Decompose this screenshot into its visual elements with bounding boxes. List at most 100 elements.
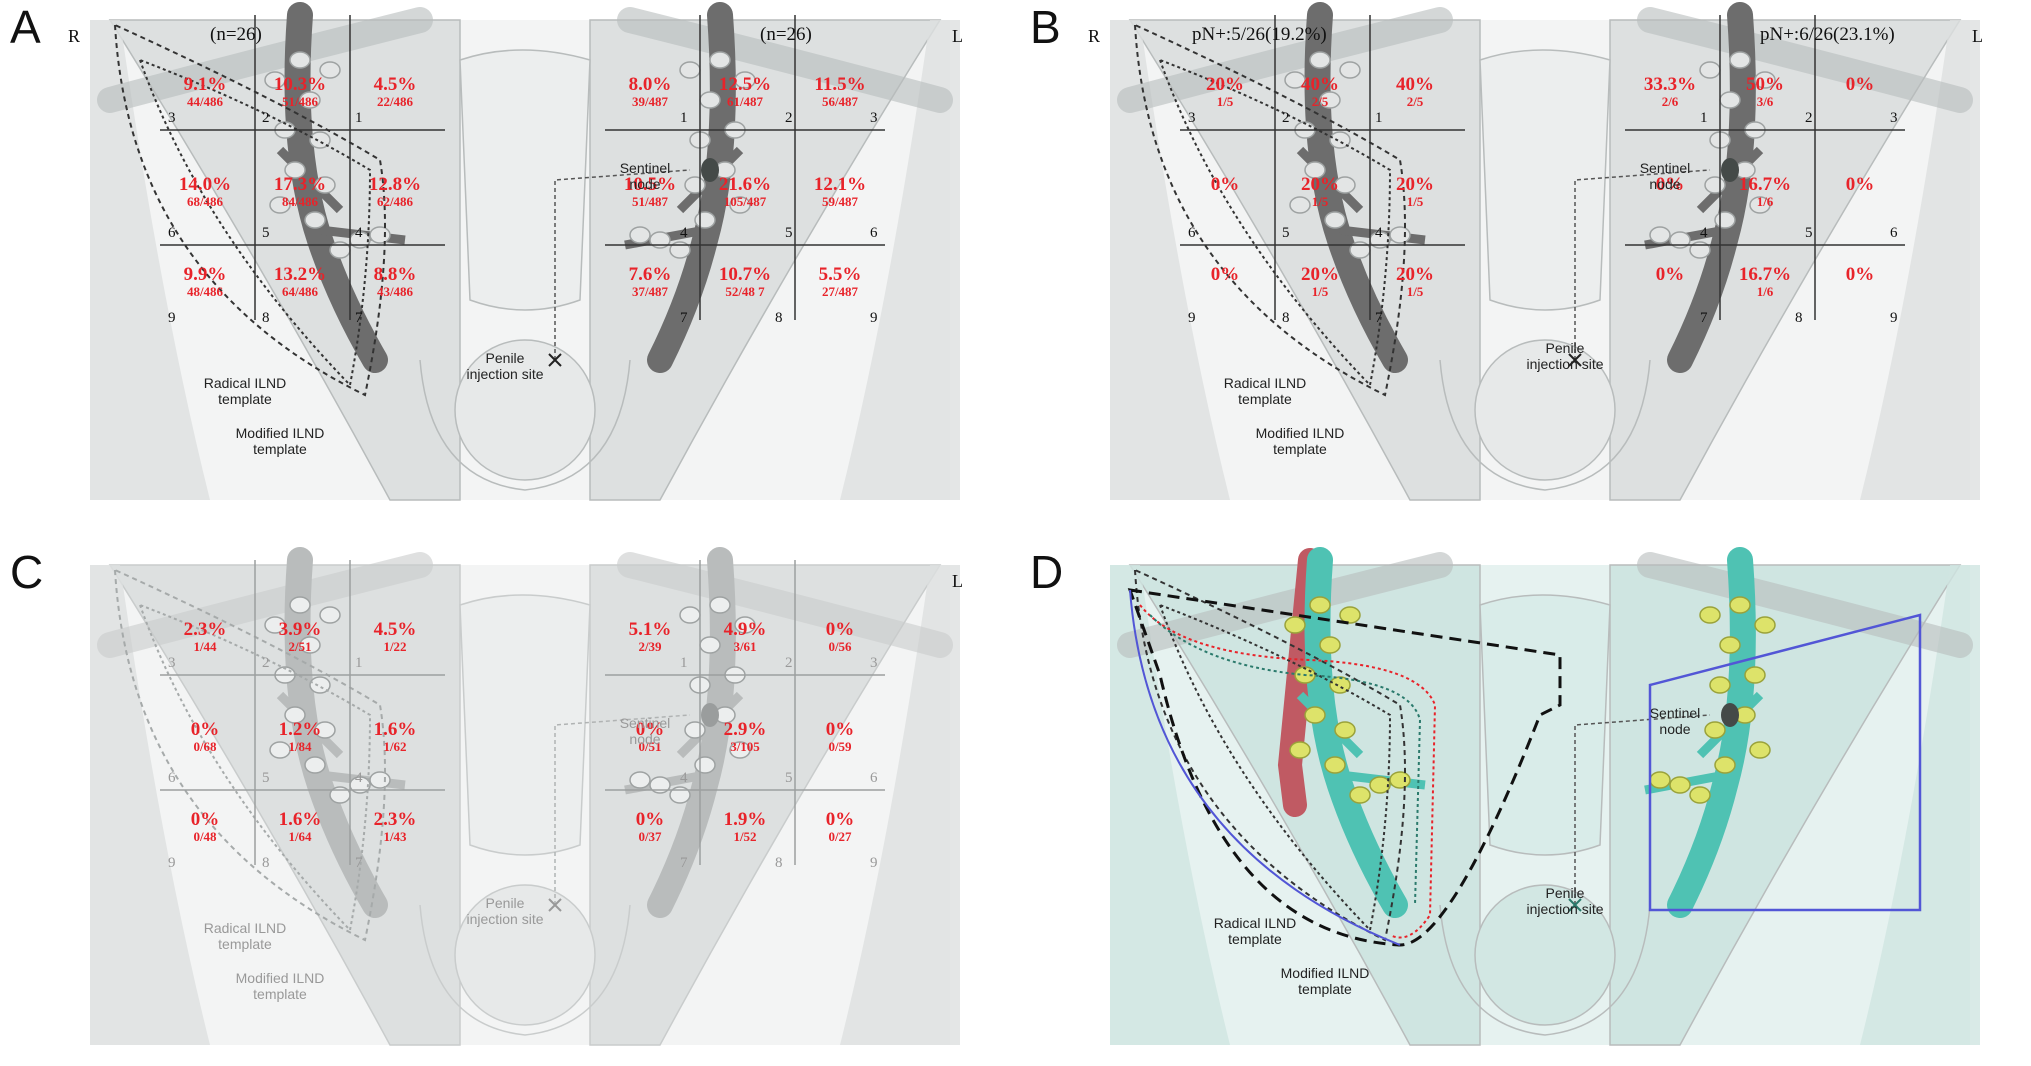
cell-left-zone-2: 4.9%3/61 <box>700 620 790 654</box>
cell-right-zone-8: 20%1/5 <box>1275 265 1365 299</box>
cell-ratio: 37/487 <box>631 283 669 299</box>
cell-ratio: 105/487 <box>723 193 767 209</box>
cell-percent: 4.5% <box>373 74 417 95</box>
zone-number: 8 <box>1795 310 1803 326</box>
zone-number: 6 <box>168 770 176 786</box>
cell-left-zone-6: 0%0/59 <box>795 720 885 754</box>
zone-number: 1 <box>355 110 363 126</box>
cell-percent: 12.1% <box>813 174 867 195</box>
zone-number: 8 <box>775 855 783 871</box>
cell-ratio: 1/5 <box>1311 283 1329 299</box>
side-label-left: L <box>952 26 963 46</box>
cell-percent: 8.8% <box>373 264 417 285</box>
cell-right-zone-7: 8.8%43/486 <box>350 265 440 299</box>
cell-left-zone-4: 10.5%51/487 <box>605 175 695 209</box>
cell-left-zone-1: 8.0%39/487 <box>605 75 695 109</box>
zone-number: 2 <box>1805 110 1813 126</box>
cell-percent: 20% <box>1301 264 1339 285</box>
zone-number: 8 <box>262 855 270 871</box>
cell-percent: 8.0% <box>628 74 672 95</box>
side-label-left: L <box>1972 26 1983 46</box>
cell-percent: 0% <box>1210 174 1240 195</box>
zone-number: 9 <box>1188 310 1196 326</box>
cell-percent: 1.6% <box>373 719 417 740</box>
cell-percent: 1.2% <box>278 719 322 740</box>
zone-number: 3 <box>1890 110 1898 126</box>
cell-percent: 0% <box>190 719 220 740</box>
cell-right-zone-2: 40%2/5 <box>1275 75 1365 109</box>
cell-right-zone-4: 1.6%1/62 <box>350 720 440 754</box>
cell-ratio: 68/486 <box>186 193 224 209</box>
cell-ratio: 2/5 <box>1311 93 1329 109</box>
penile-injection-label: Penile injection site <box>466 895 544 928</box>
modified-template-label: Modified ILND template <box>235 970 325 1003</box>
zone-number: 2 <box>262 110 270 126</box>
cell-right-zone-9: 0%0/48 <box>160 810 250 844</box>
cell-percent: 13.2% <box>273 264 327 285</box>
cell-left-zone-6: 0% <box>1815 175 1905 195</box>
cell-ratio: 0/56 <box>828 638 852 654</box>
cell-right-zone-6: 14.0%68/486 <box>160 175 250 209</box>
cell-left-zone-5: 16.7%1/6 <box>1720 175 1810 209</box>
zone-number: 1 <box>680 110 688 126</box>
cell-percent: 2.3% <box>373 809 417 830</box>
cell-left-zone-7: 0% <box>1625 265 1715 285</box>
zone-number: 6 <box>1188 225 1196 241</box>
panel-label: C <box>10 546 44 598</box>
zone-number: 1 <box>355 655 363 671</box>
radical-template-label: Radical ILND template <box>1223 375 1307 408</box>
zone-number: 8 <box>1282 310 1290 326</box>
zone-number: 8 <box>775 310 783 326</box>
zone-number: 9 <box>168 310 176 326</box>
zone-number: 5 <box>785 770 793 786</box>
zone-number: 3 <box>168 655 176 671</box>
zone-number: 4 <box>680 225 688 241</box>
cell-ratio: 43/486 <box>376 283 414 299</box>
cell-percent: 4.9% <box>723 619 767 640</box>
cell-ratio: 61/487 <box>726 93 764 109</box>
cell-percent: 0% <box>1655 174 1685 195</box>
cell-right-zone-7: 20%1/5 <box>1370 265 1460 299</box>
cell-right-zone-4: 20%1/5 <box>1370 175 1460 209</box>
cell-ratio: 3/105 <box>730 738 760 754</box>
zone-number: 1 <box>1375 110 1383 126</box>
zone-number: 6 <box>870 770 878 786</box>
zone-number: 2 <box>262 655 270 671</box>
cell-ratio: 1/22 <box>383 638 407 654</box>
zone-number: 4 <box>355 225 363 241</box>
cell-ratio: 44/486 <box>186 93 224 109</box>
cell-ratio: 2/39 <box>638 638 662 654</box>
panel-c-art <box>90 547 960 1046</box>
cell-percent: 0% <box>1845 174 1875 195</box>
cell-left-zone-7: 7.6%37/487 <box>605 265 695 299</box>
cell-ratio: 2/5 <box>1406 93 1424 109</box>
cell-ratio: 59/487 <box>821 193 859 209</box>
panel-label: B <box>1030 1 1061 53</box>
radical-template-label: Radical ILND template <box>203 920 287 953</box>
cell-percent: 16.7% <box>1738 264 1792 285</box>
cell-percent: 33.3% <box>1643 74 1697 95</box>
cell-percent: 7.6% <box>628 264 672 285</box>
zone-number: 7 <box>355 855 363 871</box>
zone-number: 7 <box>1375 310 1383 326</box>
cell-left-zone-4: 0%0/51 <box>605 720 695 754</box>
cell-right-zone-5: 20%1/5 <box>1275 175 1365 209</box>
penile-injection-label: Penile injection site <box>466 350 544 383</box>
cell-percent: 0% <box>190 809 220 830</box>
cell-percent: 5.5% <box>818 264 862 285</box>
cell-ratio: 1/5 <box>1216 93 1234 109</box>
cell-right-zone-7: 2.3%1/43 <box>350 810 440 844</box>
cell-left-zone-5: 2.9%3/105 <box>700 720 790 754</box>
zone-number: 7 <box>680 310 688 326</box>
cell-ratio: 48/486 <box>186 283 224 299</box>
cell-percent: 10.5% <box>623 174 677 195</box>
zone-number: 5 <box>1805 225 1813 241</box>
cell-ratio: 0/27 <box>828 828 852 844</box>
zone-number: 3 <box>1188 110 1196 126</box>
cell-ratio: 1/44 <box>193 638 217 654</box>
cell-percent: 2.3% <box>183 619 227 640</box>
sentinel-node-label: Sentinel node <box>1639 160 1691 193</box>
panel-d-art <box>1110 547 1980 1046</box>
